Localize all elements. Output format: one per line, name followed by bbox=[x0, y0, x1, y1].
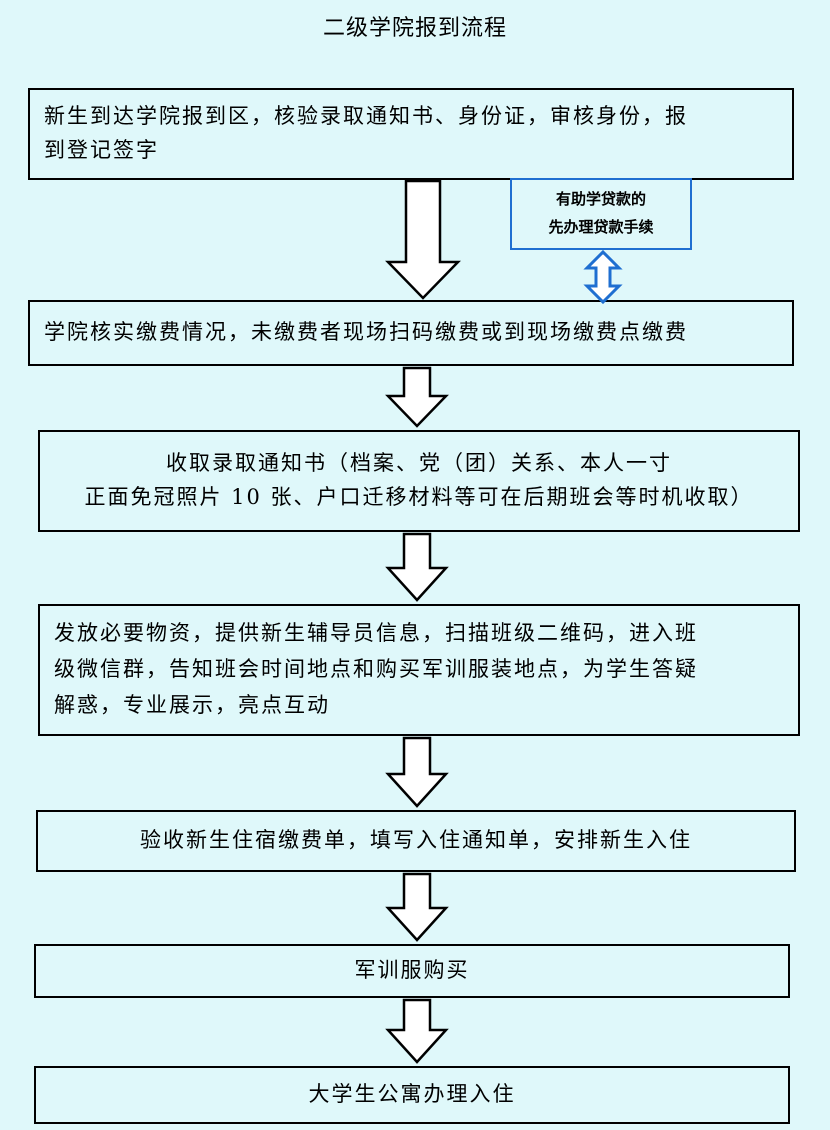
double-arrow-icon bbox=[583, 249, 623, 305]
loan-note-box: 有助学贷款的 先办理贷款手续 bbox=[510, 178, 692, 250]
step-7-box: 大学生公寓办理入住 bbox=[34, 1066, 790, 1124]
down-arrow-5 bbox=[385, 872, 449, 942]
step-4-box: 发放必要物资，提供新生辅导员信息，扫描班级二维码，进入班 级微信群，告知班会时间… bbox=[38, 604, 800, 736]
down-arrow-2 bbox=[385, 366, 449, 428]
down-arrow-1 bbox=[385, 179, 461, 300]
step-3-box: 收取录取通知书（档案、党（团）关系、本人一寸 正面免冠照片 10 张、户口迁移材… bbox=[38, 430, 800, 532]
step-1-box: 新生到达学院报到区，核验录取通知书、身份证，审核身份，报 到登记签字 bbox=[28, 88, 794, 180]
down-arrow-6 bbox=[385, 998, 449, 1064]
step-6-box: 军训服购买 bbox=[34, 944, 790, 998]
down-arrow-3 bbox=[385, 532, 449, 602]
page-title: 二级学院报到流程 bbox=[322, 16, 507, 41]
step-2-box: 学院核实缴费情况，未缴费者现场扫码缴费或到现场缴费点缴费 bbox=[28, 300, 794, 366]
down-arrow-4 bbox=[385, 736, 449, 808]
step-5-box: 验收新生住宿缴费单，填写入住通知单，安排新生入住 bbox=[36, 810, 796, 872]
